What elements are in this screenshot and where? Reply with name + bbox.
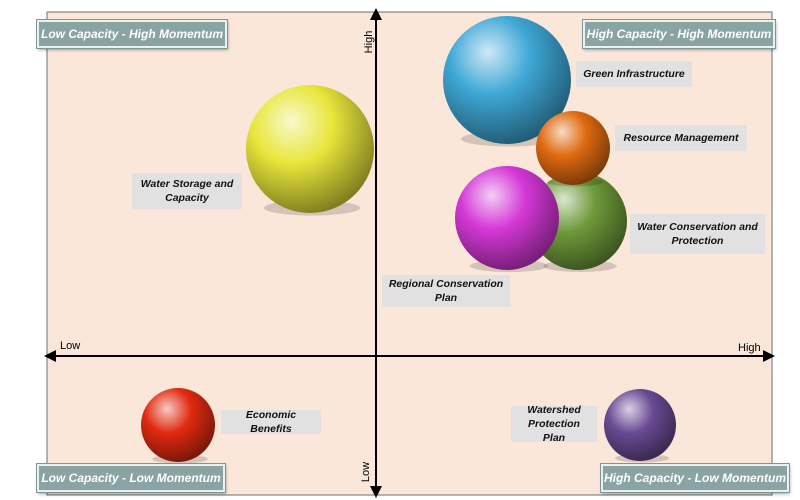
bubble-resource-management <box>536 111 610 185</box>
quadrant-label-bottom-right: High Capacity - Low Momentum <box>601 464 789 492</box>
x-axis-low-label: Low <box>60 340 81 352</box>
label-water-storage: Water Storage and Capacity <box>132 173 242 209</box>
bubble-economic-benefits <box>141 388 215 462</box>
label-watershed-protection: Watershed Protection Plan <box>511 404 597 444</box>
quadrant-label-bottom-left: Low Capacity - Low Momentum <box>37 464 225 492</box>
quadrant-label-top-left: Low Capacity - High Momentum <box>37 20 227 48</box>
bubble-watershed-protection <box>604 389 676 461</box>
bubble-water-storage <box>246 85 374 213</box>
x-axis-high-label: High <box>738 342 761 354</box>
label-resource-management: Resource Management <box>615 125 747 151</box>
bubble-green-infrastructure <box>443 16 571 144</box>
label-green-infrastructure: Green Infrastructure <box>576 61 692 87</box>
quadrant-label-top-right: High Capacity - High Momentum <box>583 20 775 48</box>
bubble-regional-conservation <box>455 166 559 270</box>
label-regional-conservation: Regional Conservation Plan <box>382 275 510 307</box>
label-water-conservation: Water Conservation and Protection <box>630 214 765 254</box>
y-axis-low-label: Low <box>360 461 372 483</box>
label-economic-benefits: Economic Benefits <box>221 409 321 435</box>
y-axis-high-label: High <box>363 30 375 54</box>
